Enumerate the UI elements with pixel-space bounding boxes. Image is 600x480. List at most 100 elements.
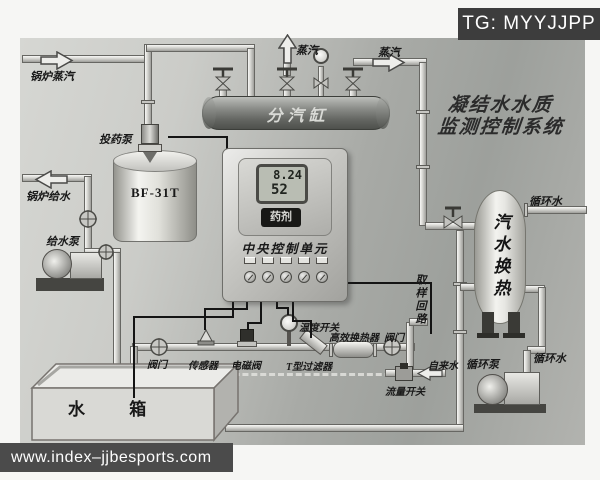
panel-knob[interactable] — [262, 271, 274, 283]
control-wire — [276, 307, 289, 309]
control-wire — [310, 322, 312, 338]
control-unit-label: 中央控制单元 — [241, 242, 329, 256]
lcd-display: 8.24 52 — [256, 164, 308, 204]
lcd-value-top: 8.24 — [273, 168, 302, 182]
control-wire — [226, 136, 228, 152]
arrow-right-icon — [40, 51, 74, 70]
control-wire — [204, 310, 206, 330]
control-wire — [430, 284, 432, 334]
flow-switch-icon — [395, 363, 413, 381]
circ-pump-label: 循环泵 — [466, 359, 499, 371]
panel-knob[interactable] — [280, 271, 292, 283]
pipe-segment — [538, 287, 546, 354]
valve-left-label: 阀门 — [147, 360, 167, 371]
hx-tank-leg — [482, 312, 494, 336]
steam-header-left-cap — [202, 97, 216, 129]
pipe-segment — [247, 48, 255, 98]
valve-right-label: 阀门 — [384, 333, 404, 344]
valve-icon — [443, 206, 463, 229]
control-wire — [133, 318, 135, 398]
arrow-left-icon — [34, 170, 68, 189]
tg-watermark-badge: TG: MYYJJPP — [458, 8, 600, 40]
pipe-segment — [523, 350, 531, 374]
solenoid-valve-base — [237, 341, 257, 347]
pipe-flange — [373, 343, 377, 357]
panel-button[interactable] — [262, 257, 274, 264]
panel-knob[interactable] — [316, 271, 328, 283]
pipe-flange — [524, 203, 528, 217]
panel-knob[interactable] — [298, 271, 310, 283]
dosing-pump-device — [141, 124, 159, 144]
pipe-flange — [141, 100, 155, 104]
pipe-flange — [329, 343, 333, 357]
pipe-segment — [113, 252, 121, 372]
circulation-pump-block — [504, 372, 540, 405]
control-wire — [168, 136, 228, 138]
water-tank — [30, 362, 240, 443]
valve-icon — [79, 210, 97, 228]
temp-switch-gauge-icon — [280, 314, 298, 332]
steam-water-hx-tank: 汽水换热 — [474, 190, 526, 324]
dosing-pump-collar — [138, 144, 162, 152]
steam-out-label: 蒸汽 — [378, 47, 400, 59]
control-wire — [247, 322, 262, 324]
control-wire — [287, 309, 289, 315]
dosing-pump-label: 投药泵 — [99, 134, 132, 146]
panel-knob[interactable] — [244, 271, 256, 283]
temperature-switch-label: 温度开关 — [299, 323, 339, 334]
hx-tank-foot — [503, 333, 525, 338]
system-title-line2: 监测控制系统 — [436, 117, 565, 138]
feedwater-pump-motor — [42, 249, 72, 279]
pipe-segment — [419, 62, 427, 226]
dosing-tank-model-label: BF-31T — [131, 185, 180, 200]
valve-icon — [150, 338, 168, 356]
control-wire — [260, 302, 262, 324]
feedwater-pump-label: 给水泵 — [46, 236, 79, 248]
lcd-value-bottom: 52 — [271, 182, 288, 198]
valve-icon — [98, 244, 114, 260]
panel-button[interactable] — [316, 257, 328, 264]
dosing-tank — [113, 160, 197, 242]
pipe-segment — [409, 318, 428, 326]
steam-header-right-cap — [376, 97, 390, 129]
control-wire — [246, 302, 248, 310]
chemical-badge: 药剂 — [261, 208, 301, 227]
circulation-pump-base — [474, 404, 546, 413]
steam-header-label: 分汽缸 — [266, 108, 330, 125]
solenoid-valve-label: 电磁阀 — [231, 361, 261, 372]
inline-hx-label: 高效换热器 — [329, 333, 379, 344]
valve-icon — [313, 77, 329, 89]
sensor-icon — [197, 329, 215, 346]
pipe-segment — [225, 424, 464, 432]
hx-tank-leg — [508, 312, 520, 336]
control-wire — [276, 302, 278, 309]
boiler-feedwater-label: 锅炉给水 — [26, 191, 70, 203]
circ-water-bottom-label: 循环水 — [533, 353, 566, 365]
tap-water-label: 自来水 — [428, 361, 458, 372]
pipe-segment — [144, 44, 152, 130]
pipe-segment — [146, 44, 255, 52]
control-wire — [247, 324, 249, 330]
dashed-level-line — [198, 373, 444, 376]
panel-button[interactable] — [244, 257, 256, 264]
valve-icon — [343, 67, 363, 91]
sampling-loop-label: 取样回路 — [414, 274, 426, 326]
flow-switch-label: 流量开关 — [385, 387, 425, 398]
sensor-label: 传感器 — [188, 361, 218, 372]
pipe-flange — [416, 110, 430, 114]
hx-tank-foot — [477, 333, 499, 338]
panel-button[interactable] — [298, 257, 310, 264]
steam-vent-label: 蒸汽 — [296, 45, 318, 57]
panel-button[interactable] — [280, 257, 292, 264]
feedwater-pump-base — [36, 278, 104, 291]
pressure-gauge-icon — [313, 48, 329, 64]
valve-icon — [213, 67, 233, 91]
pipe-flange — [453, 330, 467, 334]
steam-water-hx-label: 汽水换热 — [490, 213, 510, 301]
control-wire — [292, 302, 294, 322]
steam-header-tank — [202, 96, 390, 130]
boiler-steam-label: 锅炉蒸汽 — [30, 71, 74, 83]
control-wire — [346, 282, 432, 284]
control-wire — [204, 308, 248, 310]
